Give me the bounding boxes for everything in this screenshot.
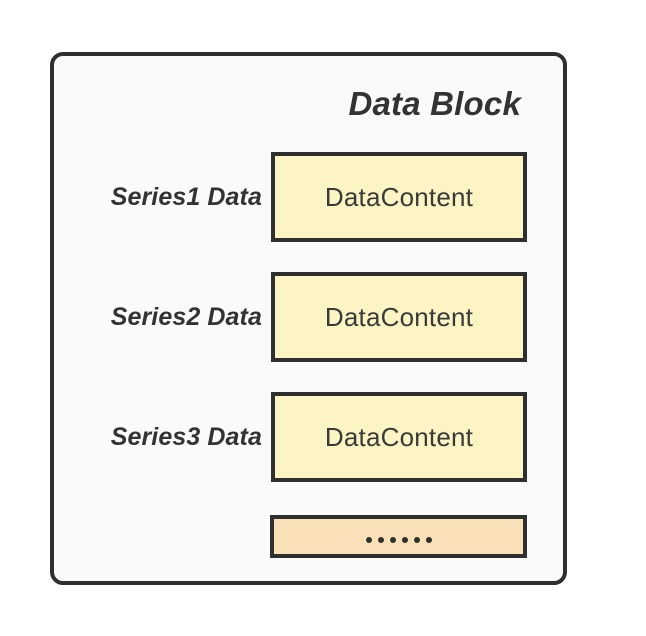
ellipsis-icon [365,536,432,543]
ellipsis-box[interactable] [270,515,527,558]
data-box-series2[interactable]: DataContent [271,272,527,362]
data-box-label: DataContent [324,301,474,332]
data-row: Series1 Data DataContent [54,152,563,242]
ellipsis-dot [389,536,396,543]
ellipsis-dot [413,536,420,543]
ellipsis-dot [377,536,384,543]
row-label-series3: Series3 Data [110,422,262,451]
data-box-series1[interactable]: DataContent [271,152,527,242]
ellipsis-dot [425,536,432,543]
page-title: Data Block [348,85,521,122]
data-row: Series2 Data DataContent [54,272,563,362]
ellipsis-dot [365,536,372,543]
row-label-series2: Series2 Data [110,302,262,331]
data-box-label: DataContent [324,421,474,452]
data-box-series3[interactable]: DataContent [271,392,527,482]
ellipsis-dot [401,536,408,543]
data-block-container: Data Block Series1 Data DataContent Seri… [50,52,567,585]
data-row: Series3 Data DataContent [54,392,563,482]
data-box-label: DataContent [324,181,474,212]
row-label-series1: Series1 Data [110,182,262,211]
